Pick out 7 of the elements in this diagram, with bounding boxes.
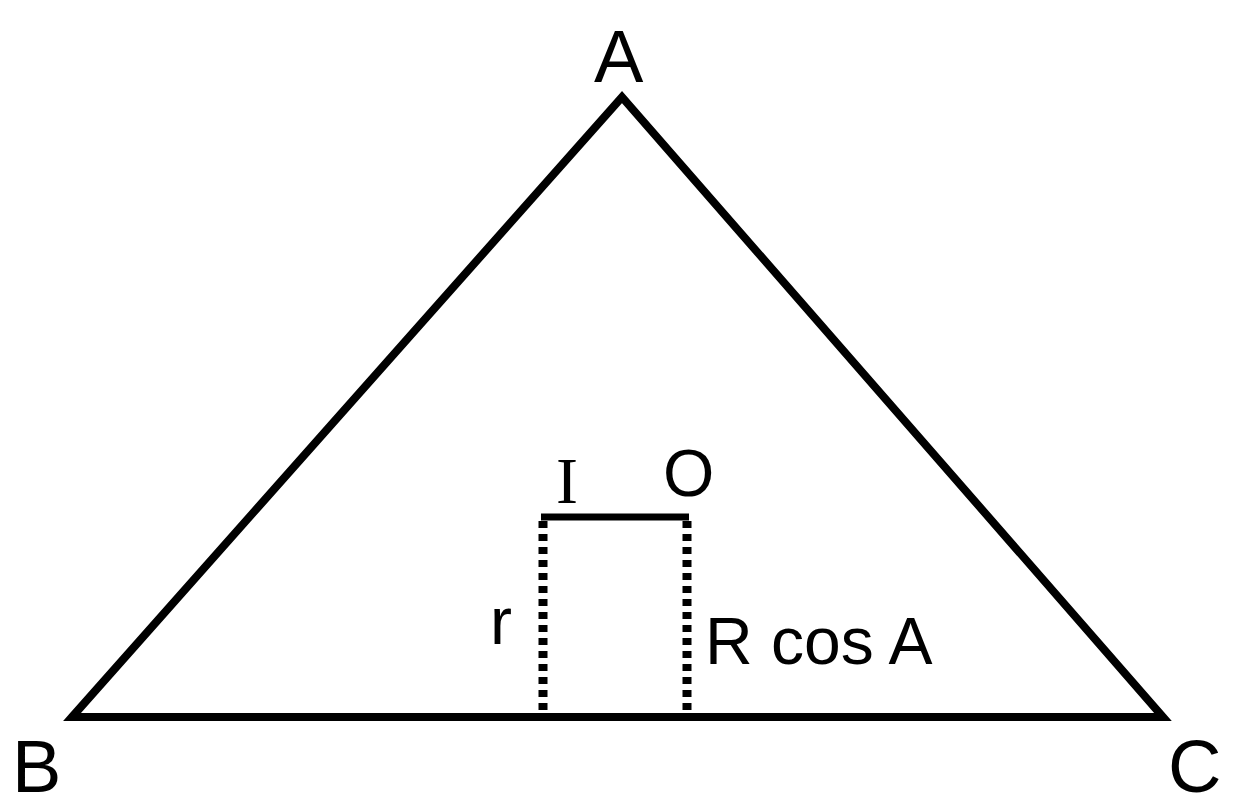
length-label: R cos A xyxy=(705,608,933,674)
length-label: r xyxy=(490,588,512,654)
vertex-label: C xyxy=(1168,730,1222,804)
point-label: O xyxy=(663,440,715,506)
vertex-label: A xyxy=(594,20,644,94)
vertex-label: B xyxy=(12,730,62,804)
point-label: I xyxy=(556,448,578,514)
